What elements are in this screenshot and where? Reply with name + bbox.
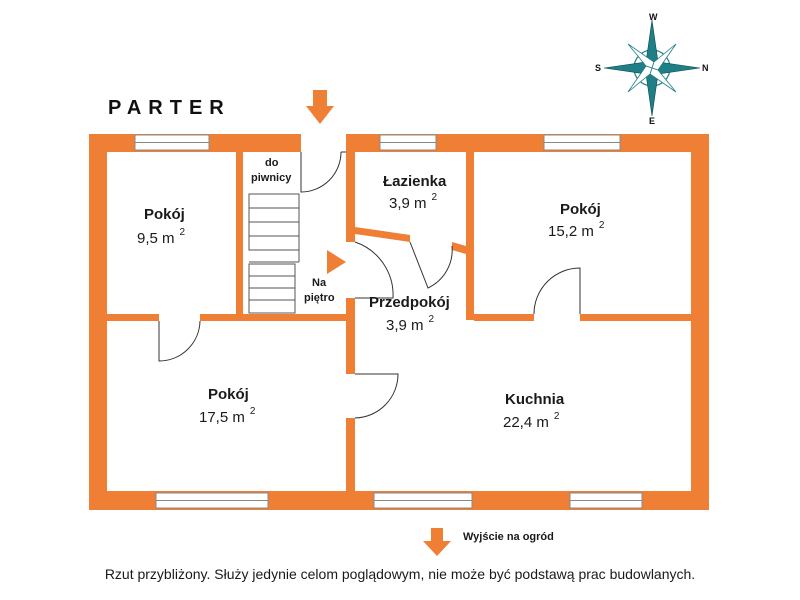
entrance-arrow-icon [306,90,334,124]
svg-text:15,2 m2: 15,2 m 2 [548,220,605,240]
room-area-exponent: 2 [180,227,186,238]
door-swings [158,151,581,419]
room-name: Pokój [208,386,249,403]
garden-exit-label: Wyjście na ogród [463,531,554,543]
svg-text:3,9 m2: 3,9 m 2 [389,192,438,212]
staircase [248,193,300,314]
room-area-exponent: 2 [250,406,256,417]
svg-text:9,5 m2: 9,5 m 2 [137,227,186,247]
compass-rose-icon: W S N E [595,12,709,126]
room-area: 22,4 m [503,414,549,431]
room-area-exponent: 2 [554,411,560,422]
basement-label-line1: do [265,157,279,169]
room-area: 3,9 m [386,317,424,334]
room-name: Łazienka [383,173,447,190]
room-area-exponent: 2 [432,192,438,203]
disclaimer-text: Rzut przybliżony. Służy jedynie celom po… [104,566,696,582]
svg-text:22,4 m2: 22,4 m 2 [503,411,560,431]
room-label-pokoj-15: Pokój 15,2 m 2 [548,201,605,240]
room-area: 3,9 m [389,195,427,212]
floor-title: PARTER [108,97,231,119]
room-area: 9,5 m [137,230,175,247]
svg-text:3,9 m2: 3,9 m 2 [386,314,435,334]
compass-right-label: N [702,63,709,73]
interior-walls [107,152,691,491]
room-label-pokoj-9: Pokój 9,5 m 2 [137,206,186,247]
compass-top-label: W [649,12,658,22]
compass-bottom-label: E [649,116,655,126]
room-label-lazienka: Łazienka 3,9 m 2 [383,173,447,212]
upstairs-label-line2: piętro [304,292,335,304]
room-label-kuchnia: Kuchnia 22,4 m 2 [503,391,565,431]
upstairs-label-line1: Na [312,277,327,289]
room-label-pokoj-17: Pokój 17,5 m 2 [199,386,256,426]
room-area: 15,2 m [548,223,594,240]
room-name: Przedpokój [369,294,450,311]
room-name: Kuchnia [505,391,565,408]
garden-exit-arrow-icon [423,528,451,556]
room-label-przedpokoj: Przedpokój 3,9 m 2 [369,294,450,334]
basement-label-line2: piwnicy [251,172,292,184]
svg-text:17,5 m2: 17,5 m 2 [199,406,256,426]
room-name: Pokój [144,206,185,223]
windows [134,134,643,509]
compass-left-label: S [595,63,601,73]
room-area: 17,5 m [199,409,245,426]
upstairs-arrow-icon [327,250,346,274]
room-area-exponent: 2 [599,220,605,231]
room-name: Pokój [560,201,601,218]
room-area-exponent: 2 [429,314,435,325]
